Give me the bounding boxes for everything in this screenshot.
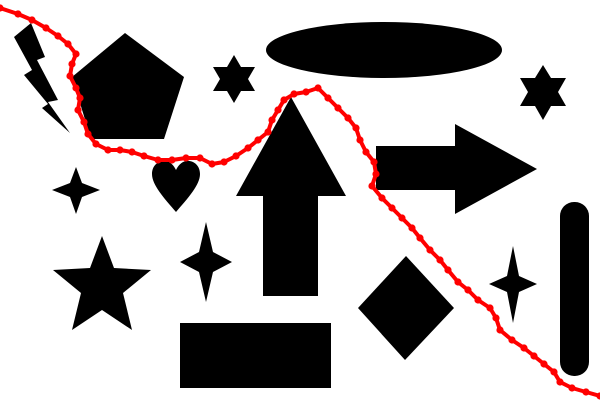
- path-node-icon: [76, 94, 84, 102]
- solution-path: [0, 4, 600, 400]
- path-node-icon: [388, 204, 396, 212]
- path-node-icon: [128, 148, 136, 156]
- path-node-icon: [368, 182, 376, 190]
- path-node-icon: [408, 224, 416, 232]
- rounded-bar-obstacle: [560, 202, 589, 376]
- ellipse-obstacle: [266, 22, 502, 78]
- six-point-star-obstacle-right: [520, 65, 566, 120]
- path-node-icon: [444, 266, 452, 274]
- path-node-icon: [66, 72, 74, 80]
- path-node-icon: [520, 344, 528, 352]
- right-arrow-obstacle: [376, 124, 537, 214]
- path-node-icon: [280, 96, 288, 104]
- path-node-icon: [72, 50, 80, 58]
- five-point-star-obstacle: [53, 236, 151, 330]
- four-point-star-obstacle-middle: [180, 222, 232, 302]
- path-node-icon: [92, 140, 100, 148]
- four-point-star-obstacle-right: [489, 246, 537, 323]
- path-node-icon: [344, 114, 352, 122]
- path-node-icon: [582, 388, 590, 396]
- path-node-icon: [324, 94, 332, 102]
- path-node-icon: [352, 124, 360, 132]
- path-node-icon: [540, 360, 548, 368]
- path-node-icon: [454, 278, 462, 286]
- path-node-icon: [550, 368, 558, 376]
- pentagon-obstacle: [72, 33, 184, 139]
- path-node-icon: [232, 152, 240, 160]
- path-node-icon: [116, 146, 124, 154]
- path-node-icon: [196, 154, 204, 162]
- path-node-icon: [508, 336, 516, 344]
- path-node-icon: [140, 152, 148, 160]
- path-node-icon: [14, 10, 22, 18]
- path-node-icon: [416, 234, 424, 242]
- path-node-icon: [370, 158, 378, 166]
- path-node-icon: [80, 118, 88, 126]
- path-node-icon: [556, 378, 564, 386]
- four-point-star-obstacle-left: [52, 167, 100, 214]
- path-node-icon: [274, 106, 282, 114]
- path-node-icon: [362, 148, 370, 156]
- path-node-icon: [486, 304, 494, 312]
- obstacles: [14, 22, 589, 388]
- path-node-icon: [28, 16, 36, 24]
- path-node-icon: [314, 84, 322, 92]
- path-node-icon: [492, 314, 500, 322]
- path-node-icon: [356, 136, 364, 144]
- path-node-icon: [464, 286, 472, 294]
- path-node-icon: [54, 32, 62, 40]
- path-node-icon: [154, 156, 162, 164]
- path-node-icon: [220, 158, 228, 166]
- rectangle-obstacle: [180, 323, 331, 388]
- path-node-icon: [372, 170, 380, 178]
- path-node-icon: [74, 106, 82, 114]
- path-node-icon: [182, 154, 190, 162]
- path-node-icon: [244, 144, 252, 152]
- path-node-icon: [84, 130, 92, 138]
- path-node-icon: [268, 116, 276, 124]
- path-node-icon: [72, 84, 80, 92]
- path-node-icon: [530, 352, 538, 360]
- lightning-bolt-obstacle: [14, 23, 70, 133]
- path-node-icon: [496, 326, 504, 334]
- path-node-icon: [568, 384, 576, 392]
- path-node-icon: [0, 4, 4, 12]
- diamond-obstacle: [358, 256, 454, 360]
- path-node-icon: [254, 136, 262, 144]
- path-node-icon: [474, 296, 482, 304]
- path-node-icon: [334, 104, 342, 112]
- path-node-icon: [64, 40, 72, 48]
- path-node-icon: [264, 128, 272, 136]
- path-node-icon: [290, 90, 298, 98]
- path-node-icon: [378, 194, 386, 202]
- path-node-icon: [398, 214, 406, 222]
- path-node-icon: [168, 156, 176, 164]
- path-node-icon: [68, 60, 76, 68]
- path-node-icon: [104, 146, 112, 154]
- path-node-icon: [426, 246, 434, 254]
- path-node-icon: [596, 392, 600, 400]
- heart-obstacle: [152, 160, 200, 212]
- path-node-icon: [436, 256, 444, 264]
- six-point-star-obstacle-left: [213, 55, 255, 103]
- path-node-icon: [42, 24, 50, 32]
- path-node-icon: [208, 160, 216, 168]
- up-arrow-obstacle: [236, 97, 346, 296]
- path-node-icon: [302, 88, 310, 96]
